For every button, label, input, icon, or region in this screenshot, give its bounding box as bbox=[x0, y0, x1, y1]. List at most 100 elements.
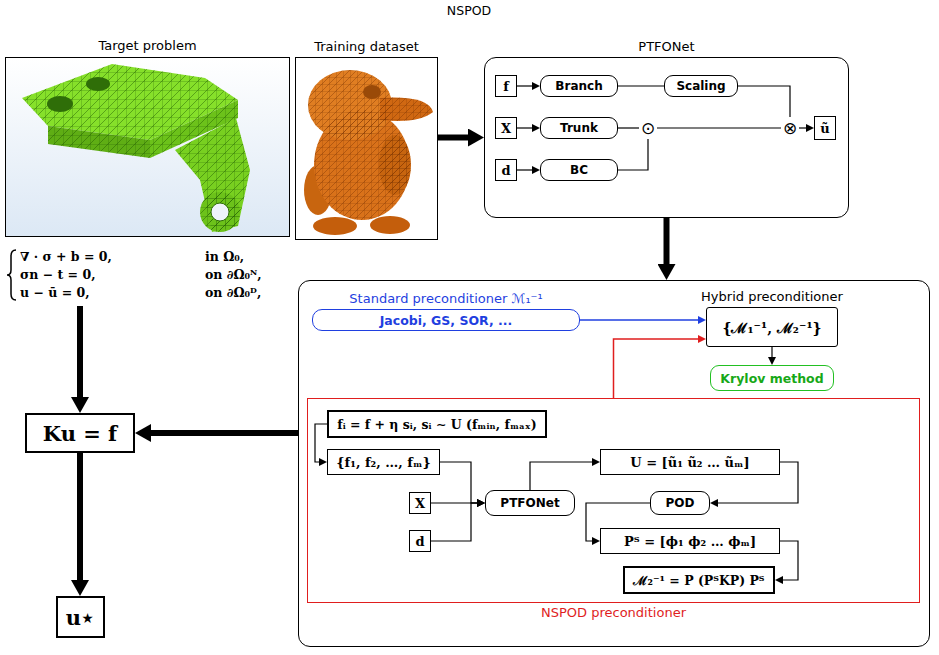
formula-box: {f₁, f₂, …, fₘ} bbox=[327, 449, 440, 475]
connector bbox=[657, 127, 781, 128]
diagram-title: NSPOD bbox=[447, 3, 491, 18]
connector bbox=[77, 306, 83, 397]
network-panel: fBranchScalingXTrunk⊙⊗ũdBCPTFONet bbox=[484, 57, 849, 218]
mesh-lines bbox=[308, 70, 392, 140]
input-box: d bbox=[409, 530, 431, 552]
box-label: ⊙ bbox=[641, 119, 655, 137]
heading: NSPOD preconditioner bbox=[541, 605, 686, 620]
connector bbox=[530, 462, 592, 490]
preconditioner-panel: Standard preconditioner ℳ₁⁻¹ Jacobi, GS, … bbox=[298, 280, 930, 647]
connector bbox=[517, 85, 532, 86]
equation-brace bbox=[7, 250, 16, 300]
connector bbox=[771, 347, 772, 357]
mesh-hole bbox=[47, 96, 73, 112]
connector bbox=[517, 169, 532, 170]
connector bbox=[151, 430, 298, 436]
box-label: fᵢ = f + η sᵢ, sᵢ ∼ U (fₘᵢₙ, fₘₐₓ) bbox=[337, 417, 536, 432]
connector bbox=[618, 127, 639, 128]
mesh-face bbox=[370, 216, 410, 234]
image-panel: Training dataset bbox=[295, 57, 438, 240]
box-label: u⋆ bbox=[66, 605, 94, 630]
mesh-face bbox=[379, 135, 411, 195]
heading: Target problem bbox=[98, 38, 196, 53]
process-box: BC bbox=[540, 159, 618, 181]
mesh-eye bbox=[363, 85, 381, 99]
box-label: ℳ₂⁻¹ = P (PᵀKP) Pᵀ bbox=[633, 572, 764, 589]
connector bbox=[77, 453, 83, 580]
mesh-lines bbox=[48, 126, 150, 158]
box-label: BC bbox=[570, 163, 588, 177]
mesh-hole bbox=[86, 77, 110, 91]
box-label: d bbox=[415, 534, 424, 549]
input-box: f bbox=[495, 75, 517, 97]
equation-term: in Ω₀, bbox=[205, 249, 244, 264]
box-label: d bbox=[501, 163, 510, 178]
image-frame bbox=[5, 57, 290, 237]
connector bbox=[780, 541, 798, 580]
mesh-lines bbox=[22, 64, 250, 232]
mesh-lines bbox=[200, 192, 240, 232]
process-box: Trunk bbox=[540, 117, 618, 139]
output-box: ũ bbox=[814, 116, 836, 140]
standard-preconditioner: Standard preconditioner ℳ₁⁻¹Jacobi, GS, … bbox=[312, 309, 580, 331]
box-label: {ℳ₁⁻¹, ℳ₂⁻¹} bbox=[722, 318, 821, 337]
box-label: Scaling bbox=[676, 79, 725, 93]
mesh-face bbox=[200, 192, 240, 232]
box-label: Krylov method bbox=[720, 371, 823, 386]
formula-box: ℳ₂⁻¹ = P (PᵀKP) Pᵀ bbox=[623, 566, 775, 594]
input-box: X bbox=[409, 492, 431, 514]
connector bbox=[438, 135, 468, 141]
connector bbox=[517, 127, 532, 128]
formula-box: U = [ũ₁ ũ₂ … ũₘ] bbox=[600, 449, 780, 475]
box-label: X bbox=[415, 496, 425, 511]
mesh-lines bbox=[175, 118, 250, 232]
mesh-lines bbox=[308, 70, 433, 220]
mesh-hole bbox=[211, 203, 229, 221]
heading: Training dataset bbox=[314, 39, 419, 54]
connector bbox=[738, 86, 790, 117]
connector bbox=[618, 139, 648, 170]
training-mesh bbox=[304, 70, 433, 235]
equation-term: u − ū = 0, bbox=[20, 285, 90, 300]
box-label: Jacobi, GS, SOR, ... bbox=[380, 313, 513, 328]
nspod-panel: fᵢ = f + η sᵢ, sᵢ ∼ U (fₘᵢₙ, fₘₐₓ) {f₁, f… bbox=[307, 398, 920, 603]
heading: Standard preconditioner ℳ₁⁻¹ bbox=[349, 291, 542, 306]
box-label: PTFONet bbox=[500, 496, 559, 510]
connector bbox=[580, 319, 698, 321]
connector bbox=[315, 424, 327, 462]
mesh-face bbox=[308, 70, 392, 140]
mesh-lines bbox=[380, 98, 433, 121]
box-label: Ku = f bbox=[43, 421, 117, 446]
heading: PTFONet bbox=[638, 39, 694, 54]
process-box: PTFONet bbox=[485, 490, 575, 516]
equation-term: on ∂Ω₀ᴰ, bbox=[205, 285, 261, 300]
connector bbox=[664, 218, 670, 264]
box-label: U = [ũ₁ ũ₂ … ũₘ] bbox=[630, 455, 749, 470]
operator-symbol: ⊗ bbox=[781, 117, 799, 139]
connector bbox=[618, 85, 664, 86]
input-box: X bbox=[495, 117, 517, 139]
bracket-mesh bbox=[22, 64, 250, 232]
box-label: Branch bbox=[555, 79, 602, 93]
equation-term: σn − t = 0, bbox=[20, 267, 95, 282]
solution-box: u⋆ bbox=[56, 596, 105, 638]
connector bbox=[614, 339, 699, 398]
input-box: d bbox=[495, 159, 517, 181]
connector bbox=[799, 127, 806, 128]
process-box: Branch bbox=[540, 75, 618, 97]
box-label: f bbox=[503, 79, 509, 94]
connector bbox=[431, 503, 477, 541]
process-box: Scaling bbox=[664, 75, 738, 97]
connector bbox=[440, 462, 477, 503]
box-label: ⊗ bbox=[783, 119, 797, 137]
equation-term: on ∂Ω₀ᴺ, bbox=[205, 267, 262, 282]
process-box: POD bbox=[650, 491, 710, 515]
box-label: Pᵀ = [ϕ₁ ϕ₂ … ϕₘ] bbox=[624, 534, 756, 549]
heading: Hybrid preconditioner bbox=[701, 289, 843, 304]
formula-box: fᵢ = f + η sᵢ, sᵢ ∼ U (fₘᵢₙ, fₘₐₓ) bbox=[327, 410, 547, 438]
operator-symbol: ⊙ bbox=[639, 117, 657, 139]
image-background bbox=[6, 58, 289, 236]
box-label: ũ bbox=[820, 121, 829, 136]
mesh-face bbox=[380, 98, 433, 121]
system-box: Ku = f bbox=[25, 413, 135, 453]
